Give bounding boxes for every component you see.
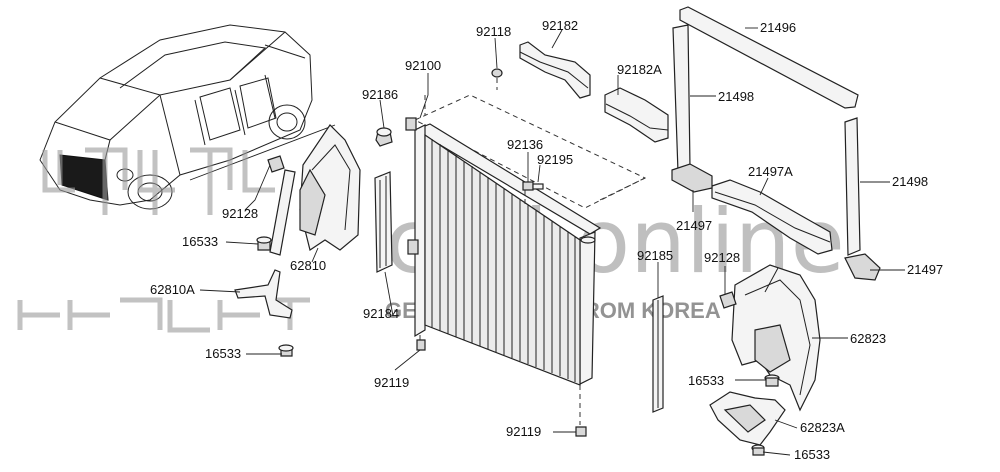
seal-92182	[519, 41, 591, 99]
label-62810: 62810	[290, 258, 326, 273]
seal-92184	[374, 171, 393, 273]
label-16533-upper: 16533	[182, 234, 218, 249]
clip-16533-right	[764, 374, 780, 387]
label-92128-left: 92128	[222, 206, 258, 221]
seal-21497-mid	[671, 163, 713, 193]
seal-92185	[652, 295, 664, 413]
clip-16533-upper	[256, 236, 272, 251]
clip-16533-lower-left	[278, 344, 294, 357]
seal-21497A	[711, 179, 833, 255]
label-21496: 21496	[760, 20, 796, 35]
air-guard-62823	[731, 264, 821, 412]
label-21498-right: 21498	[892, 174, 928, 189]
clip-16533-bottom-right	[751, 444, 765, 456]
vehicle-illustration	[39, 24, 313, 210]
clip-92119-mid	[416, 339, 426, 351]
label-62810A: 62810A	[150, 282, 195, 297]
label-16533-right: 16533	[688, 373, 724, 388]
label-92119-mid: 92119	[374, 375, 409, 390]
label-62823A: 62823A	[800, 420, 845, 435]
leader-lines	[199, 27, 905, 456]
bolt-92128-left	[267, 155, 285, 173]
seal-21498-right	[844, 117, 861, 256]
label-92128-right: 92128	[704, 250, 740, 265]
condenser-fins	[431, 139, 576, 382]
part-labels: 21496 92118 92182 92100 92182A 21498 921…	[150, 18, 943, 462]
air-guard-62810	[269, 124, 361, 256]
label-21497-right: 21497	[907, 262, 943, 277]
condenser-92100	[405, 94, 647, 386]
label-92100: 92100	[405, 58, 441, 73]
clip-92118	[491, 68, 503, 78]
label-92184: 92184	[363, 306, 399, 321]
seal-21497-right	[844, 253, 881, 281]
label-21497-mid: 21497	[676, 218, 712, 233]
label-92195: 92195	[537, 152, 573, 167]
label-92118: 92118	[476, 24, 511, 39]
seal-21498-left	[672, 24, 691, 173]
fitting-92136	[522, 181, 544, 191]
label-92182A: 92182A	[617, 62, 662, 77]
label-92136: 92136	[507, 137, 543, 152]
air-guard-62823A	[709, 391, 786, 446]
label-92182: 92182	[542, 18, 578, 33]
label-92185: 92185	[637, 248, 673, 263]
label-21498-top: 21498	[718, 89, 754, 104]
label-16533-lower-left: 16533	[205, 346, 241, 361]
bolt-92186	[375, 127, 393, 147]
bracket-62810A	[234, 269, 293, 319]
watermark-logo-glyphs	[17, 147, 310, 333]
label-92186: 92186	[362, 87, 398, 102]
bolt-92128-right	[719, 291, 737, 309]
label-21497A: 21497A	[748, 164, 793, 179]
clip-92119-bottom	[575, 426, 587, 437]
label-16533-bottom-right: 16533	[794, 447, 830, 462]
seal-21496	[679, 6, 859, 109]
label-62823: 62823	[850, 331, 886, 346]
seal-92182A	[604, 87, 669, 143]
label-92119-bottom: 92119	[506, 424, 541, 439]
